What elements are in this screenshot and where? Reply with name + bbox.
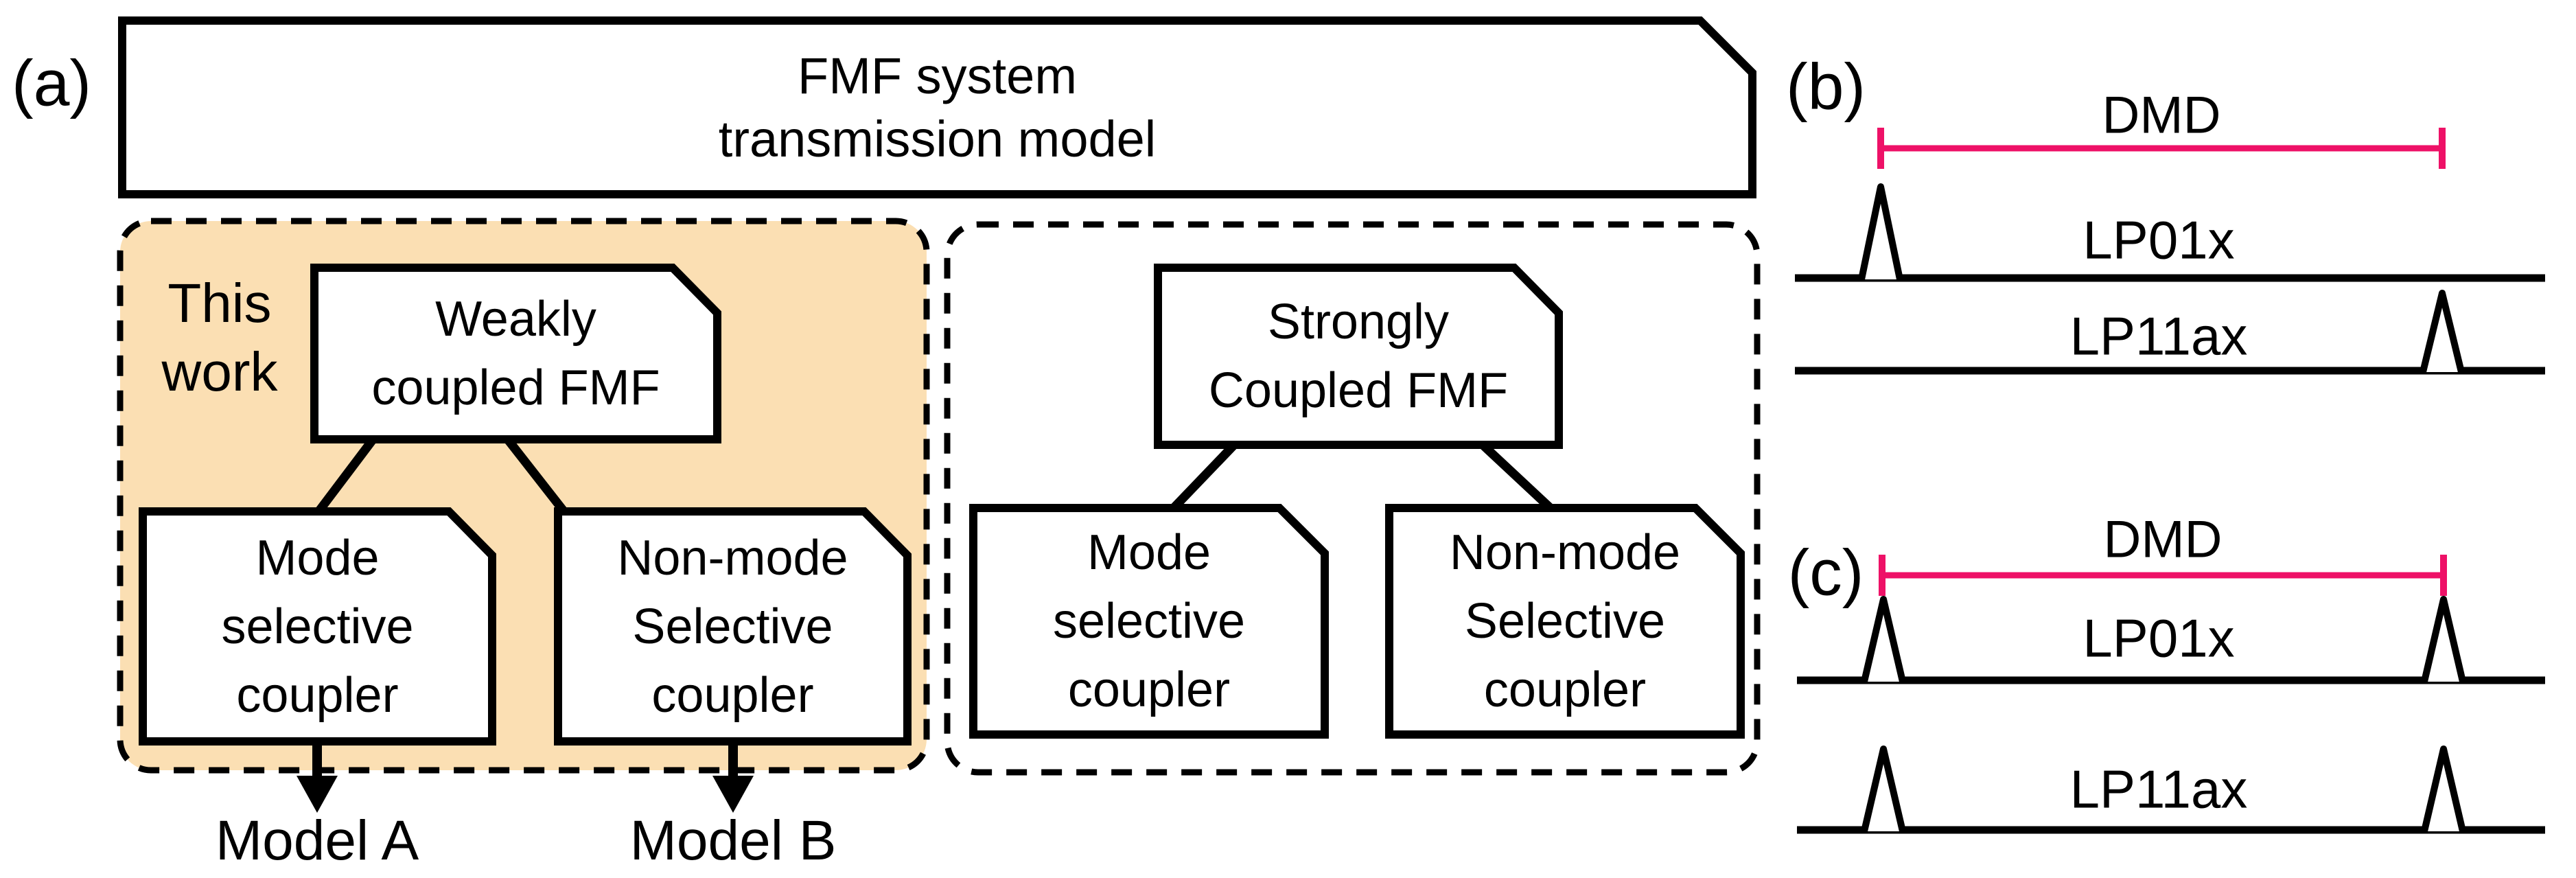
strongly-box-line1: Strongly: [1267, 294, 1450, 349]
this-work-line2: work: [161, 341, 278, 402]
strongly-box-shape: [1154, 264, 1563, 449]
trace-c-lp01x-pulse-right: [2421, 596, 2466, 683]
panel-b-label: (b): [1785, 50, 1866, 124]
weakly-connector-left: [312, 433, 379, 518]
strongly-connector-left: [1166, 439, 1240, 516]
weakly-box-line1: Weakly: [435, 292, 596, 347]
box-line: selective: [221, 599, 414, 654]
box-line: Non-mode: [1449, 525, 1681, 580]
box-line: Selective: [632, 599, 833, 654]
trace-b-lp11ax-pulse-right: [2420, 290, 2465, 373]
trace-c-lp11ax-label: LP11ax: [2069, 759, 2248, 820]
box-line: Selective: [1464, 594, 1666, 649]
weakly-connector-right: [502, 433, 570, 518]
panel-c-label: (c): [1787, 536, 1864, 610]
box-line: Mode: [255, 530, 380, 586]
box-line: coupler: [651, 667, 814, 723]
weakly-box-line2: coupled FMF: [371, 360, 660, 415]
box-line: coupler: [236, 667, 399, 723]
trace-c-lp11ax-pulse-left: [1861, 746, 1906, 833]
strongly-connector-right: [1476, 439, 1558, 516]
box-line: coupler: [1483, 662, 1647, 717]
weakly-box: Weakly coupled FMF: [314, 268, 717, 439]
weakly-box-shape: [310, 264, 721, 443]
model-b-label: Model B: [629, 809, 837, 872]
root-box-line1: FMF system: [798, 47, 1077, 104]
box-line: Mode: [1087, 525, 1211, 580]
this-work-line1: This: [167, 273, 272, 334]
panel-a-label: (a): [11, 47, 92, 120]
box-line: Non-mode: [617, 530, 848, 586]
root-box-line2: transmission model: [718, 110, 1157, 167]
model-a-label: Model A: [215, 809, 419, 872]
trace-c-lp11ax-pulse-right: [2421, 746, 2466, 833]
model-b-arrow-head: [712, 776, 754, 813]
root-box: FMF system transmission model: [122, 21, 1752, 194]
weakly-mode-selective-box-shape: [139, 507, 496, 746]
this-work-label: This work: [137, 269, 302, 406]
trace-c-lp01x-pulse-left: [1861, 596, 1906, 683]
dmd-label-b: DMD: [2102, 86, 2221, 145]
trace-c-lp01x-label: LP01x: [2082, 608, 2235, 669]
box-line: coupler: [1067, 662, 1231, 717]
strongly-mode-selective-box-shape: [969, 504, 1329, 739]
weakly-non-mode-selective-box-shape: [554, 507, 912, 746]
weakly-mode-selective-box: Mode selective coupler: [143, 511, 492, 741]
box-line: selective: [1052, 594, 1246, 649]
weakly-non-mode-selective-box: Non-mode Selective coupler: [558, 511, 907, 741]
model-a-arrow-head: [297, 776, 338, 813]
strongly-non-mode-selective-box: Non-mode Selective coupler: [1389, 508, 1741, 735]
strongly-non-mode-selective-box-shape: [1385, 504, 1745, 739]
root-box-shape: [118, 16, 1756, 198]
trace-b-lp11ax-label: LP11ax: [2069, 305, 2248, 367]
strongly-mode-selective-box: Mode selective coupler: [973, 508, 1325, 735]
trace-b-lp01x-label: LP01x: [2082, 209, 2235, 270]
strongly-box: Strongly Coupled FMF: [1158, 268, 1559, 445]
trace-b-lp01x-pulse-left: [1858, 183, 1903, 281]
dmd-label-c: DMD: [2103, 510, 2223, 569]
strongly-box-line2: Coupled FMF: [1208, 363, 1509, 418]
